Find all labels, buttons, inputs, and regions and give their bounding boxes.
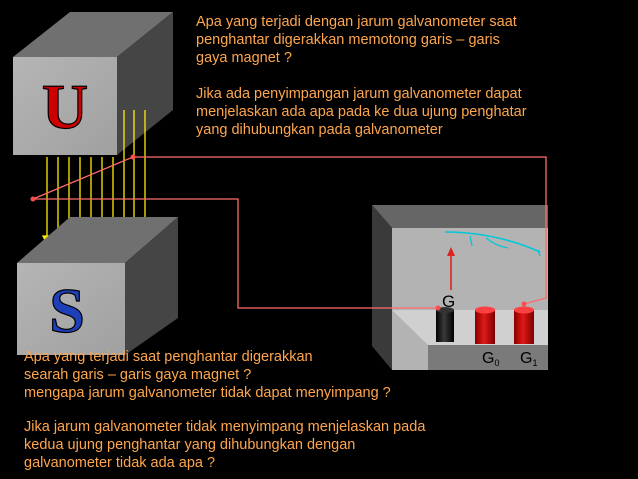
circuit-wires	[32, 156, 547, 309]
south-magnet-side-face	[125, 217, 178, 355]
question-conductor-ends: Jika ada penyimpangan jarum galvanometer…	[196, 86, 527, 138]
terminal-connection-dot	[435, 305, 441, 311]
north-magnet-front-face	[13, 57, 117, 155]
conductor-end-dot	[30, 196, 36, 202]
south-magnet-block: S	[17, 217, 178, 355]
conductor-end-dot	[130, 154, 136, 160]
galvanometer-base-front	[428, 345, 548, 370]
galvanometer	[372, 205, 548, 370]
north-magnet-block: U	[13, 12, 173, 155]
scale-tick	[537, 249, 541, 257]
north-magnet-top-face	[13, 12, 173, 57]
question-no-deflection: Jika jarum galvanometer tidak menyimpang…	[24, 419, 426, 471]
galvanometer-base-top	[392, 310, 548, 345]
galvanometer-top-face	[372, 205, 548, 228]
terminal-connection-dot	[521, 301, 527, 307]
needle-arrowhead	[447, 247, 455, 256]
galvanometer-side-face	[372, 205, 392, 370]
question-parallel-motion: Apa yang terjadi saat penghantar digerak…	[24, 349, 391, 401]
scale-tick	[485, 237, 509, 249]
moving-conductor	[32, 156, 134, 200]
terminal-g0	[475, 306, 495, 344]
scale-tick	[469, 235, 473, 247]
terminal-g1	[514, 306, 534, 344]
terminal-g1-label: G1	[520, 350, 538, 368]
south-pole-letter: S	[49, 275, 85, 346]
terminal-black	[436, 307, 454, 342]
north-magnet-side-face	[117, 12, 173, 155]
galvanometer-label: G	[442, 292, 456, 311]
wire-left	[33, 198, 438, 309]
south-magnet-top-face	[17, 217, 178, 263]
terminal-g0-label: G0	[482, 350, 500, 368]
galvanometer-scale	[444, 231, 541, 253]
south-magnet-front-face	[17, 263, 125, 355]
wire-right	[133, 156, 547, 305]
field-line	[41, 157, 53, 246]
north-pole-letter: U	[42, 71, 88, 142]
question-needle-deflection: Apa yang terjadi dengan jarum galvanomet…	[196, 14, 517, 66]
